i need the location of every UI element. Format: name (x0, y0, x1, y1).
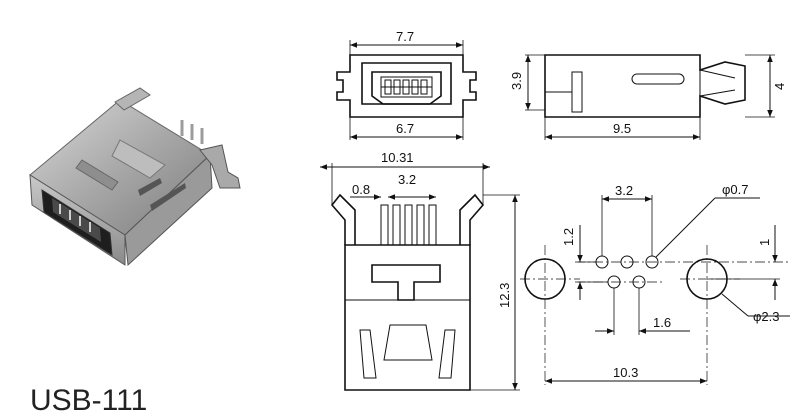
side-view (525, 54, 775, 140)
top-length-label: 12.3 (497, 283, 512, 308)
footprint-pin-span-label: 3.2 (615, 183, 633, 198)
footprint-mount-span-label: 10.3 (613, 365, 638, 380)
model-title: USB-111 (30, 384, 147, 417)
top-overall-width-label: 10.31 (381, 150, 414, 165)
footprint-view (520, 195, 790, 385)
footprint-hole-diameter-label: φ0.7 (722, 182, 749, 197)
top-pin-width-label: 0.8 (352, 182, 370, 197)
product-image (29, 87, 241, 267)
front-width-label: 7.7 (396, 29, 414, 44)
top-pin-span-label: 3.2 (398, 172, 416, 187)
side-length-label: 9.5 (613, 121, 631, 136)
footprint-mount-hole-label: φ2.3 (753, 309, 780, 324)
footprint-row-gap-label: 1 (757, 239, 772, 246)
footprint-row-offset-label: 1.2 (561, 228, 576, 246)
top-view (320, 163, 520, 391)
side-height-label: 3.9 (509, 72, 524, 90)
front-inner-width-label: 6.7 (396, 121, 414, 136)
footprint-pitch-label: 1.6 (653, 315, 671, 330)
front-view (336, 40, 477, 140)
side-overall-height-label: 4 (772, 83, 787, 90)
